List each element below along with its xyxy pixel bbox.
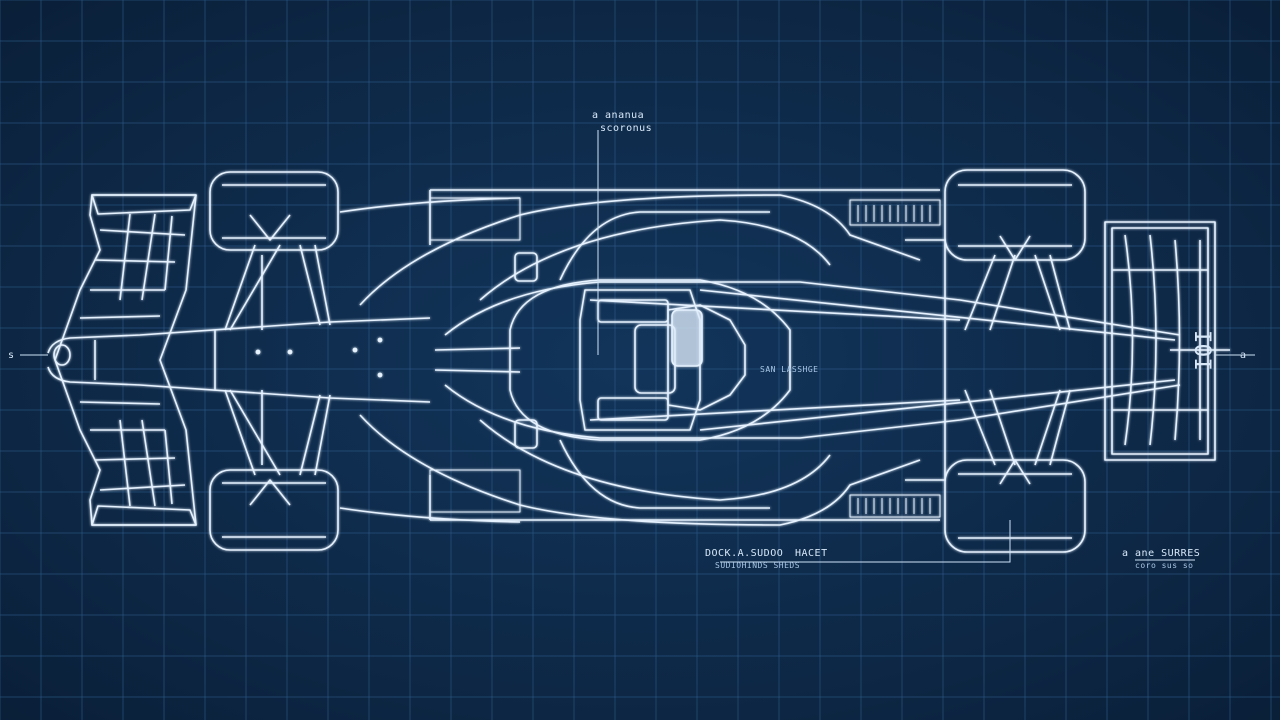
- rear-right-tyre: [944, 459, 1086, 553]
- bottom-right-annotation-line2: coro sus so: [1135, 561, 1193, 570]
- rear-left-tyre: [944, 169, 1086, 261]
- bottom-right-annotation-line1: a ane SURRES: [1122, 548, 1200, 559]
- engine-note: SAN LASSHGE: [760, 365, 818, 374]
- bottom-annotation-line1: DOCK.A.SUDOO: [705, 548, 783, 559]
- radiator-fins: [429, 197, 941, 518]
- front-left-tyre: [209, 171, 339, 251]
- nose-cone: [47, 317, 431, 403]
- rear-suspension: [905, 239, 1071, 481]
- left-dimension-mark: s: [8, 350, 15, 361]
- bottom-annotation-tag: HACET: [795, 548, 828, 559]
- rear-wing-lettering: IOI: [1189, 330, 1214, 371]
- front-suspension: [224, 244, 331, 476]
- dimension-lines: [20, 130, 1255, 563]
- top-annotation-line1: a ananua: [592, 110, 644, 121]
- top-annotation-line2: scoronus: [600, 123, 652, 134]
- annotations: a ananua scoronus s a DOCK.A.SUDOO SUDIO…: [8, 110, 1247, 570]
- front-wing: [54, 194, 197, 526]
- front-right-tyre: [209, 469, 339, 551]
- bottom-annotation-line2: SUDIOHINDS SHEDS: [715, 561, 800, 570]
- rear-wing: [1104, 221, 1230, 461]
- car-outline: [47, 169, 1230, 553]
- right-dimension-mark: a: [1240, 350, 1247, 361]
- chassis-body: [339, 189, 1181, 526]
- cockpit: [509, 279, 791, 441]
